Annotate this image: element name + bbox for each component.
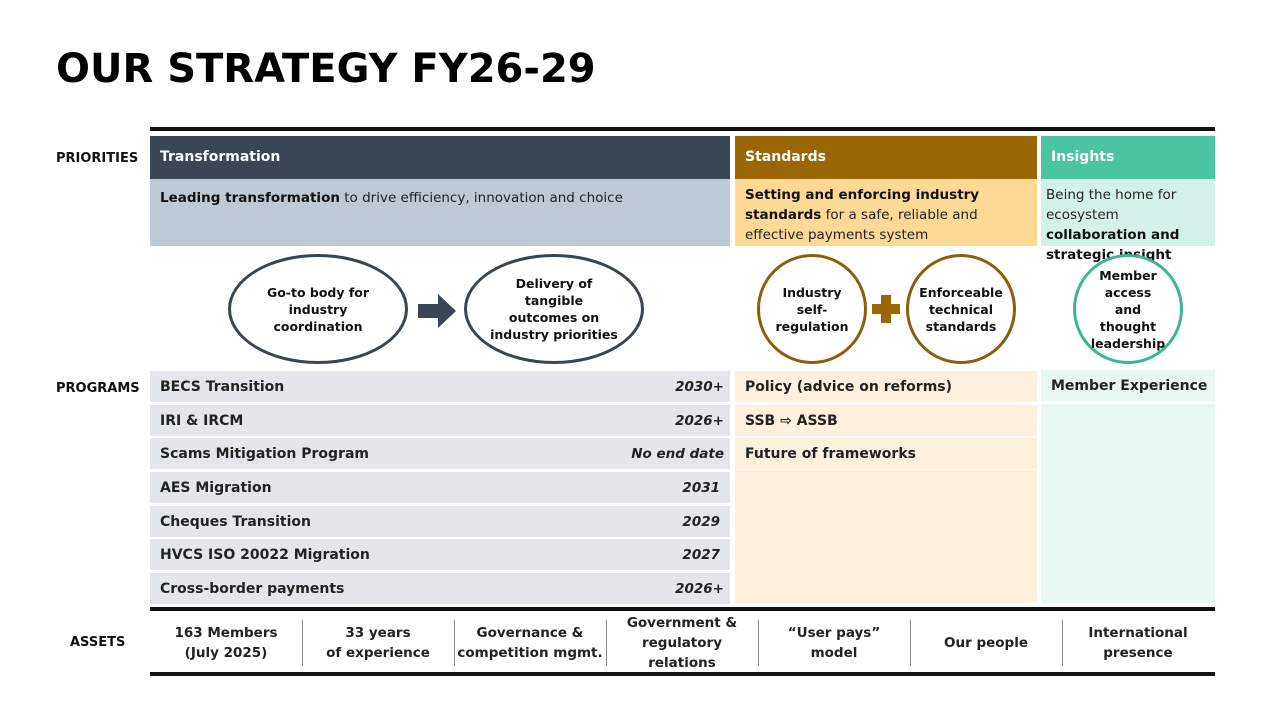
self-regulation-label: Industry self-regulation bbox=[775, 284, 849, 334]
insights-description: Being the home for ecosystem collaborati… bbox=[1041, 179, 1215, 263]
top-divider bbox=[150, 127, 1215, 131]
technical-standards-circle: Enforceable technical standards bbox=[906, 254, 1016, 364]
program-date: No end date bbox=[631, 445, 724, 462]
member-access-label: Member access and thought leadership bbox=[1090, 267, 1166, 351]
standards-programs-fill bbox=[735, 470, 1037, 603]
asset-line: Governance & bbox=[476, 625, 584, 641]
asset-separator bbox=[758, 620, 759, 666]
page-title: OUR STRATEGY FY26-29 bbox=[56, 46, 596, 92]
program-name: Cross-border payments bbox=[160, 580, 345, 597]
asset-separator bbox=[454, 620, 455, 666]
asset-line: 163 Members bbox=[174, 625, 278, 641]
asset-members: 163 Members (July 2025) bbox=[150, 614, 302, 672]
asset-governance: Governance & competition mgmt. bbox=[454, 614, 606, 672]
program-row: Cross-border payments 2026+ bbox=[150, 573, 730, 604]
assets-bottom-divider bbox=[150, 672, 1215, 676]
program-name: Scams Mitigation Program bbox=[160, 445, 370, 462]
transformation-desc-bold: Leading transformation bbox=[160, 190, 340, 206]
asset-our-people: Our people bbox=[910, 614, 1062, 672]
standards-program-row: Future of frameworks bbox=[735, 438, 1037, 469]
program-date: 2031 bbox=[682, 479, 720, 496]
program-row: BECS Transition 2030+ bbox=[150, 371, 730, 402]
program-name: BECS Transition bbox=[160, 378, 285, 395]
insights-program-row: Member Experience bbox=[1041, 370, 1215, 401]
program-date: 2026+ bbox=[675, 580, 724, 597]
assets-row-label: ASSETS bbox=[70, 635, 126, 650]
asset-international: International presence bbox=[1062, 614, 1214, 672]
asset-line: model bbox=[810, 645, 858, 661]
asset-line: of experience bbox=[326, 645, 430, 661]
insights-header: Insights bbox=[1041, 136, 1215, 179]
insights-programs-fill bbox=[1041, 404, 1215, 603]
self-regulation-circle: Industry self-regulation bbox=[757, 254, 867, 364]
standards-header: Standards bbox=[735, 136, 1037, 179]
priorities-row-label: PRIORITIES bbox=[56, 151, 139, 166]
asset-user-pays: “User pays” model bbox=[758, 614, 910, 672]
program-name: IRI & IRCM bbox=[160, 412, 244, 429]
asset-separator bbox=[910, 620, 911, 666]
asset-separator bbox=[1062, 620, 1063, 666]
asset-line: International bbox=[1088, 625, 1188, 641]
asset-separator bbox=[302, 620, 303, 666]
program-date: 2026+ bbox=[675, 412, 724, 429]
programs-row-label: PROGRAMS bbox=[56, 381, 140, 396]
asset-line: competition mgmt. bbox=[457, 645, 603, 661]
transformation-header: Transformation bbox=[150, 136, 730, 179]
delivery-ellipse: Delivery of tangible outcomes on industr… bbox=[464, 254, 644, 364]
asset-line: regulatory relations bbox=[641, 635, 722, 671]
program-name: HVCS ISO 20022 Migration bbox=[160, 546, 370, 563]
standards-desc-rest: for a safe, reliable and effective payme… bbox=[745, 207, 978, 243]
program-row: Scams Mitigation Program No end date bbox=[150, 438, 730, 469]
asset-line: Our people bbox=[944, 635, 1028, 651]
asset-line: (July 2025) bbox=[184, 645, 268, 661]
program-name: Cheques Transition bbox=[160, 513, 311, 530]
program-date: 2029 bbox=[682, 513, 720, 530]
coordination-ellipse: Go-to body for industry coordination bbox=[228, 254, 408, 364]
standards-program-row: Policy (advice on reforms) bbox=[735, 371, 1037, 402]
assets-top-divider bbox=[150, 607, 1215, 611]
asset-line: Government & bbox=[626, 615, 738, 631]
program-row: Cheques Transition 2029 bbox=[150, 506, 730, 537]
asset-government-relations: Government & regulatory relations bbox=[606, 614, 758, 672]
transformation-description: Leading transformation to drive efficien… bbox=[150, 179, 730, 246]
standards-program-row: SSB ⇨ ASSB bbox=[735, 405, 1037, 436]
program-row: AES Migration 2031 bbox=[150, 472, 730, 503]
right-arrow-icon bbox=[418, 294, 456, 328]
program-date: 2030+ bbox=[675, 378, 724, 395]
delivery-ellipse-label: Delivery of tangible outcomes on industr… bbox=[490, 276, 618, 342]
program-row: HVCS ISO 20022 Migration 2027 bbox=[150, 539, 730, 570]
insights-desc-pre: Being the home for ecosystem bbox=[1046, 187, 1177, 223]
asset-separator bbox=[606, 620, 607, 666]
asset-experience: 33 years of experience bbox=[302, 614, 454, 672]
asset-line: presence bbox=[1103, 645, 1173, 661]
plus-icon bbox=[872, 295, 900, 323]
standards-desc-bold: Setting and enforcing industry standards bbox=[745, 187, 980, 223]
asset-line: 33 years bbox=[345, 625, 411, 641]
program-name: AES Migration bbox=[160, 479, 272, 496]
transformation-desc-rest: to drive efficiency, innovation and choi… bbox=[339, 190, 623, 206]
coordination-ellipse-label: Go-to body for industry coordination bbox=[266, 284, 370, 334]
member-access-circle: Member access and thought leadership bbox=[1073, 254, 1183, 364]
standards-description: Setting and enforcing industry standards… bbox=[735, 179, 1037, 246]
program-row: IRI & IRCM 2026+ bbox=[150, 405, 730, 436]
program-date: 2027 bbox=[682, 546, 720, 563]
asset-line: “User pays” bbox=[787, 625, 881, 641]
technical-standards-label: Enforceable technical standards bbox=[919, 284, 1003, 334]
